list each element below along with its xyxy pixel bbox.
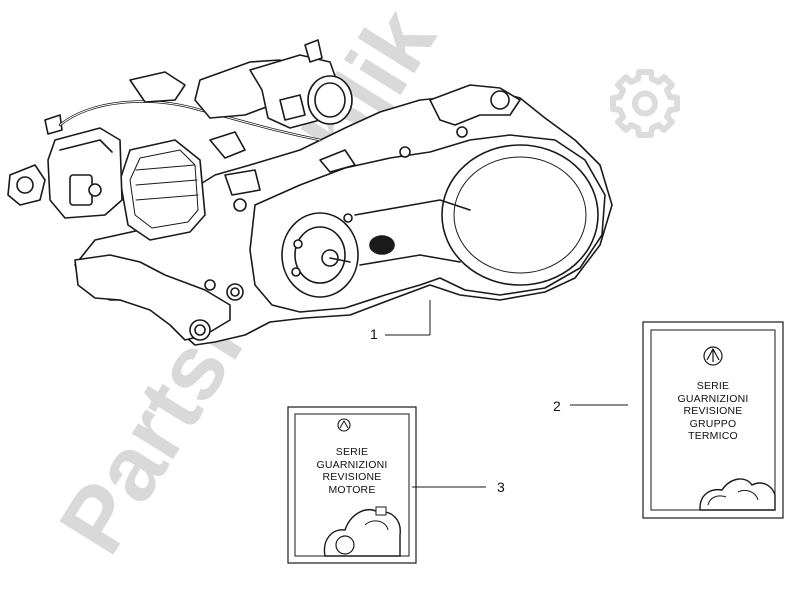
leader-line-engine bbox=[385, 300, 431, 336]
engine-gasket-kit bbox=[287, 406, 417, 564]
cylinder-kit-line-5: TERMICO bbox=[688, 430, 738, 442]
engine-kit-line-1: SERIE bbox=[335, 446, 369, 458]
callout-2: 2 bbox=[553, 398, 561, 414]
piaggio-logo-icon bbox=[337, 418, 351, 432]
cylinder-kit-label: SERIE GUARNIZIONI REVISIONE GRUPPO TERMI… bbox=[651, 380, 775, 443]
cylinder-kit-line-3: REVISIONE bbox=[683, 405, 743, 417]
cylinder-kit-line-4: GRUPPO bbox=[689, 417, 737, 430]
engine-assembly bbox=[7, 39, 613, 346]
piaggio-logo-icon bbox=[703, 346, 723, 366]
engine-kit-label: SERIE GUARNIZIONI REVISIONE MOTORE bbox=[295, 446, 409, 496]
callout-3: 3 bbox=[497, 479, 505, 495]
cylinder-kit-line-1: SERIE bbox=[696, 380, 730, 392]
callout-1: 1 bbox=[370, 326, 378, 342]
gear-icon bbox=[610, 69, 680, 138]
engine-kit-line-2: GUARNIZIONI bbox=[316, 458, 388, 471]
cylinder-gasket-kit bbox=[642, 321, 784, 519]
cylinder-kit-line-2: GUARNIZIONI bbox=[677, 392, 749, 405]
engine-kit-line-3: REVISIONE bbox=[322, 471, 382, 483]
engine-kit-line-4: MOTORE bbox=[328, 483, 376, 496]
